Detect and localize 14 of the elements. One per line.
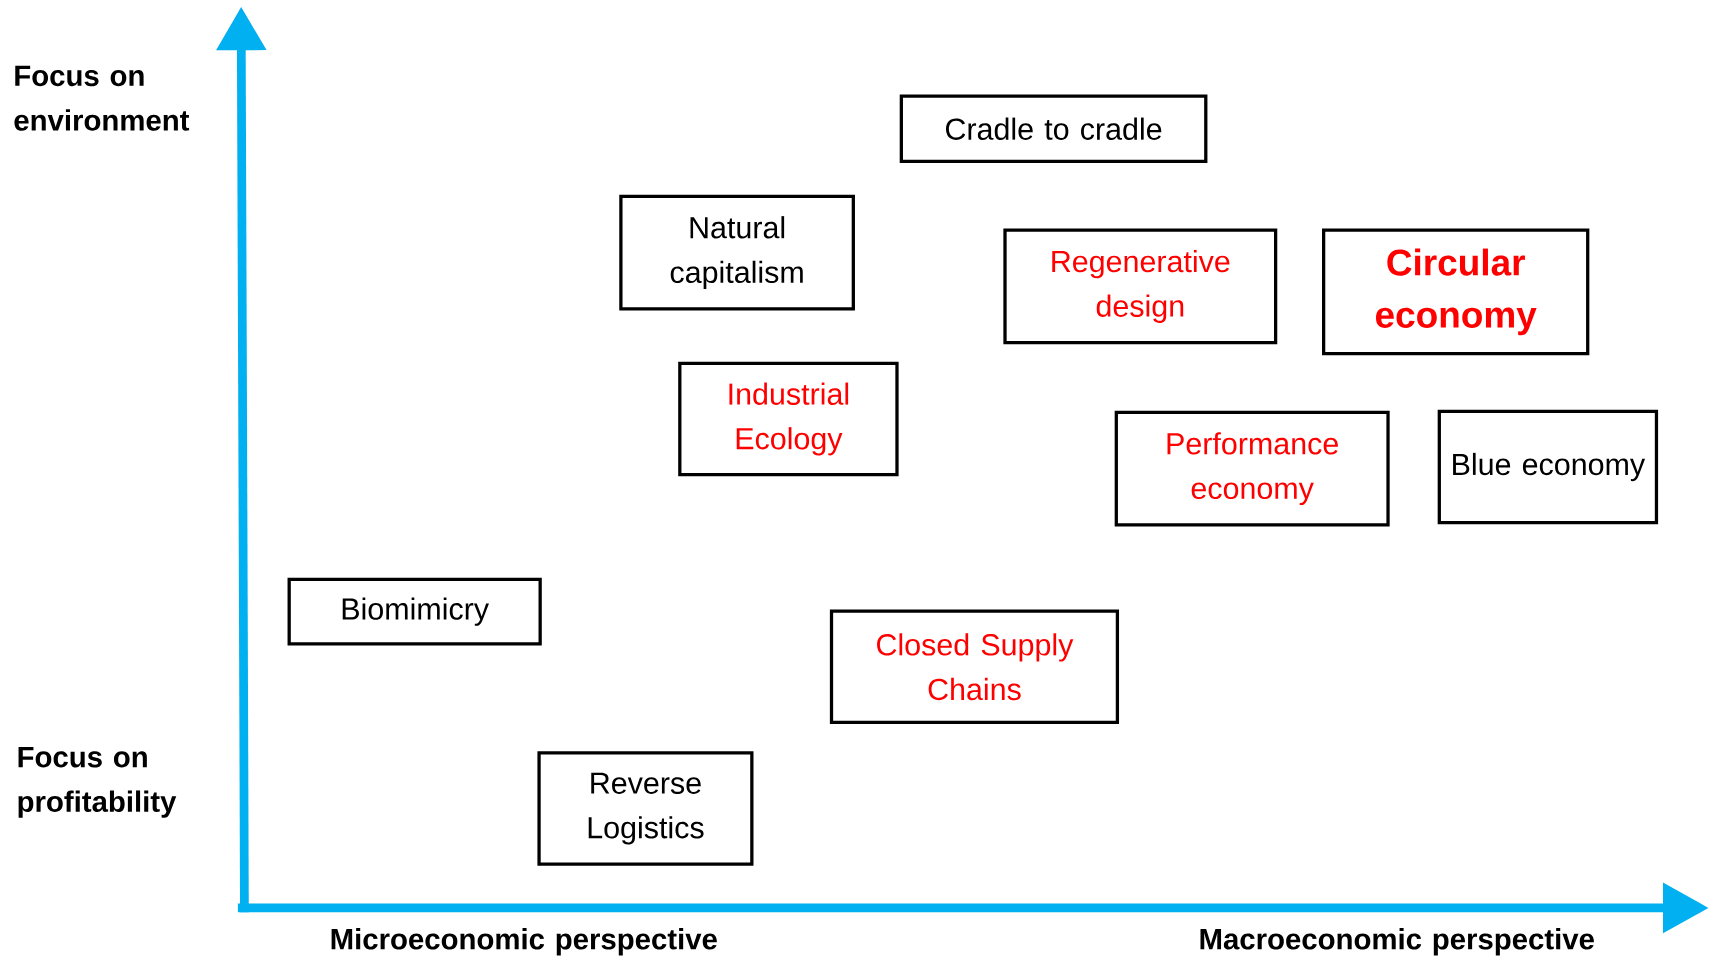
concept-box: Regenerative design <box>1003 228 1278 345</box>
concept-box: Performance economy <box>1114 410 1390 527</box>
axis-label: Focus on environment <box>14 65 190 131</box>
axis-label: Focus on profitability <box>18 746 177 818</box>
concept-box: Blue economy <box>1437 409 1659 525</box>
concept-box: Cradle to cradle <box>899 94 1208 163</box>
concept-box: Closed Supply Chains <box>829 609 1120 724</box>
axis-label: Microeconomic perspective <box>331 927 717 956</box>
concept-box: Industrial Ecology <box>678 361 899 477</box>
concept-box: Biomimicry <box>287 577 542 646</box>
concept-box: Reverse Logistics <box>537 751 754 866</box>
concept-box: Natural capitalism <box>619 194 855 311</box>
axis-label: Macroeconomic perspective <box>1200 927 1594 956</box>
concept-box: Circular economy <box>1322 228 1590 355</box>
